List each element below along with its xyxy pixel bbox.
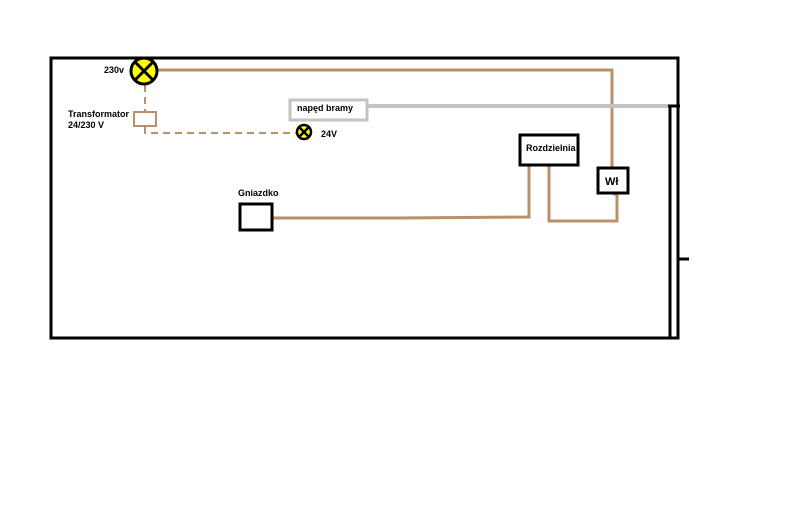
transformer-label-line1: Transformator <box>68 109 130 119</box>
socket-label: Gniazdko <box>238 188 279 198</box>
small-lamp-cross-icon <box>295 123 313 141</box>
wire-socket-to-board <box>273 166 531 220</box>
switch-label: Wł <box>605 176 618 188</box>
gate-drive-box <box>288 98 369 122</box>
switch-box <box>596 166 630 195</box>
transformer-label-line2: 24/230 V <box>68 120 104 130</box>
building-outline <box>49 56 680 340</box>
lamp-cross-icon <box>129 56 159 86</box>
gate-drive-label: napęd bramy <box>297 103 353 113</box>
socket-box <box>238 202 274 232</box>
lamp-24-label: 24V <box>321 129 337 139</box>
wire-transformer-to-24v-lamp <box>144 127 296 134</box>
transformer-icon <box>133 111 157 127</box>
distribution-board-box <box>518 133 580 167</box>
wire-lamp-to-switch <box>158 68 614 168</box>
lamp-230-label: 230v <box>104 65 124 75</box>
low-voltage-wires <box>144 85 296 134</box>
distribution-board-label: Rozdzielnia <box>526 143 576 153</box>
